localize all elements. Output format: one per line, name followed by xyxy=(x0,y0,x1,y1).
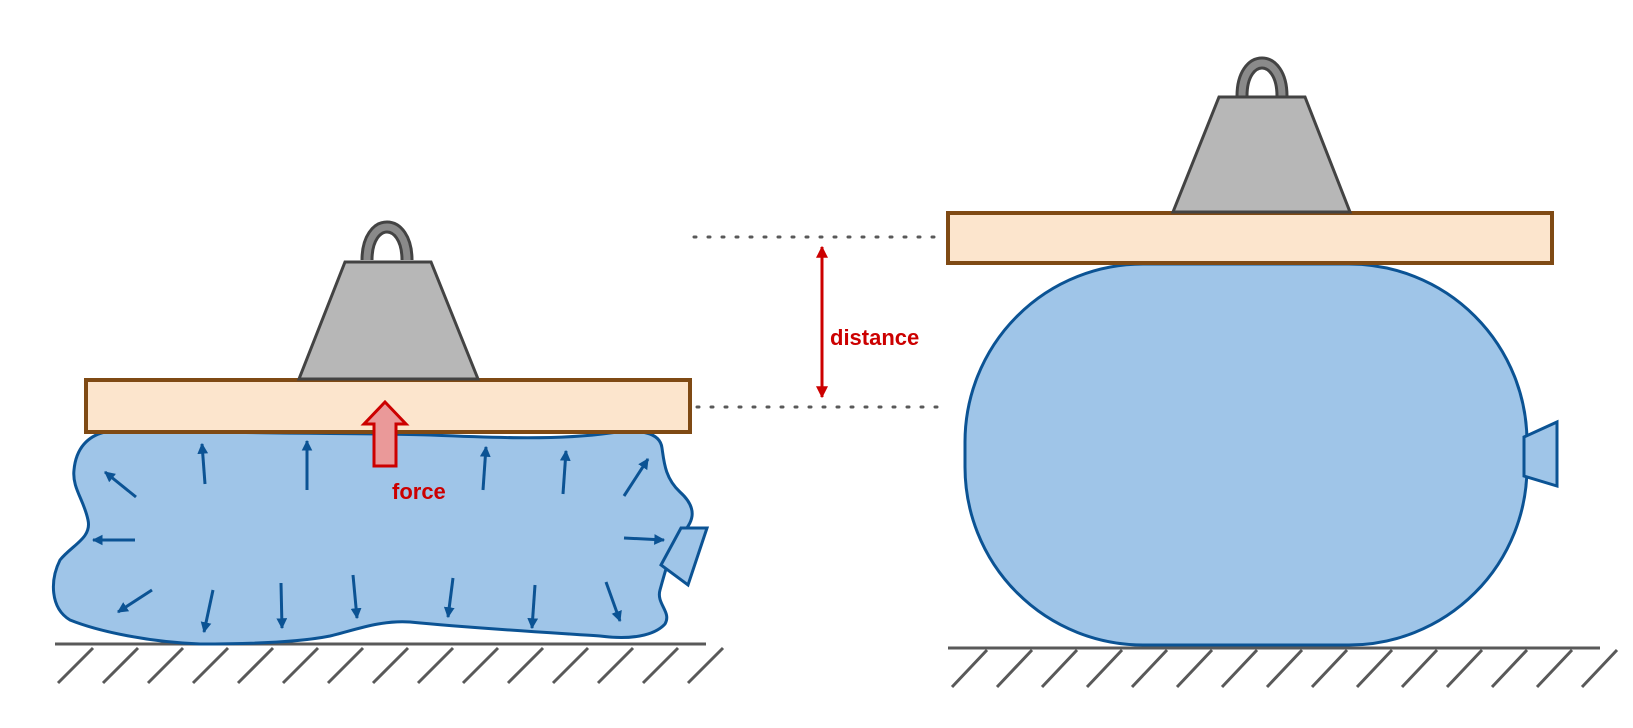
ground-hatch-icon xyxy=(326,646,365,685)
ground-hatch-icon xyxy=(1310,648,1349,689)
ground-hatch-icon xyxy=(1490,648,1529,689)
pressure-arrow-icon xyxy=(622,458,650,497)
right-valve-icon xyxy=(1522,419,1559,489)
pressure-arrow-icon xyxy=(197,442,209,485)
ground-hatch-icon xyxy=(236,646,275,685)
ground-hatch-icon xyxy=(995,648,1034,689)
pressure-arrow-icon xyxy=(350,574,362,620)
ground-hatch-icon xyxy=(1580,648,1619,689)
ground-hatch-icon xyxy=(281,646,320,685)
ground-hatch-icon xyxy=(686,646,725,685)
ground-hatch-icon xyxy=(1355,648,1394,689)
ground-hatch-icon xyxy=(56,646,95,685)
ground-hatch-icon xyxy=(1130,648,1169,689)
ground-hatch-icon xyxy=(596,646,635,685)
pressure-arrow-icon xyxy=(443,577,455,619)
left-valve-icon xyxy=(659,526,710,588)
ground-hatch-icon xyxy=(1400,648,1439,689)
pressure-arrow-icon xyxy=(559,449,571,495)
left-ground xyxy=(55,642,725,685)
pressure-arrow-icon xyxy=(200,589,215,634)
ground-hatch-icon xyxy=(1535,648,1574,689)
reference-lines xyxy=(692,235,940,409)
ground-hatch-icon xyxy=(506,646,545,685)
ground-hatch-icon xyxy=(101,646,140,685)
right-board xyxy=(946,211,1554,265)
pressure-arrow-icon xyxy=(623,534,666,545)
ground-hatch-icon xyxy=(1445,648,1484,689)
ground-hatch-icon xyxy=(1175,648,1214,689)
pressure-arrow-icon xyxy=(527,584,539,630)
distance-label: distance xyxy=(830,325,919,350)
ground-hatch-icon xyxy=(1085,648,1124,689)
pressure-arrow-icon xyxy=(604,581,622,623)
right-ground xyxy=(948,646,1619,689)
pressure-arrows xyxy=(91,439,666,634)
ground-hatch-icon xyxy=(416,646,455,685)
force-arrow-icon xyxy=(360,399,410,468)
left-weight-icon xyxy=(296,220,481,381)
ground-hatch-icon xyxy=(1265,648,1304,689)
ground-hatch-icon xyxy=(1220,648,1259,689)
pressure-arrow-icon xyxy=(276,582,288,630)
force-label: force xyxy=(392,479,446,504)
ground-hatch-icon xyxy=(461,646,500,685)
inflated-fluid-bag xyxy=(963,262,1529,647)
ground-hatch-icon xyxy=(551,646,590,685)
ground-hatch-icon xyxy=(371,646,410,685)
ground-hatch-icon xyxy=(146,646,185,685)
pressure-arrow-icon xyxy=(479,445,491,491)
ground-hatch-icon xyxy=(191,646,230,685)
ground-hatch-icon xyxy=(1040,648,1079,689)
ground-hatch-icon xyxy=(641,646,680,685)
pressure-arrow-icon xyxy=(104,470,137,499)
pressure-arrow-icon xyxy=(117,588,153,614)
ground-hatch-icon xyxy=(950,648,989,689)
right-weight-icon xyxy=(1170,56,1353,214)
